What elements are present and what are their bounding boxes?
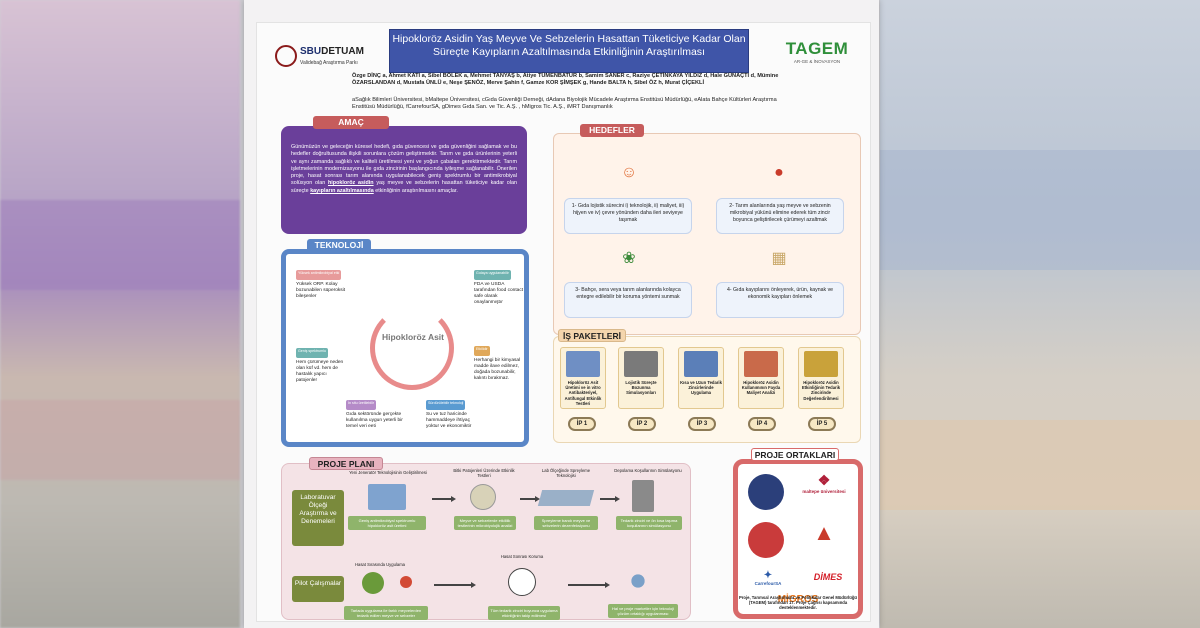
- goal-item: 4- Gıda kayıplarını önleyerek, ürün, kay…: [716, 282, 844, 318]
- tech-tag: İn situ üretilebilir: [346, 400, 376, 410]
- amac-panel: Günümüzün ve geleceğin küresel hedefi, g…: [281, 126, 527, 234]
- goal-item: 1- Gıda lojistik sürecini i) teknolojik,…: [564, 198, 692, 234]
- petri-dish-image: [470, 484, 496, 510]
- author-list: Özge DİNÇ a, Ahmet KATI a, Sibel BÖLEK a…: [352, 73, 779, 87]
- work-package-code: İP 2: [628, 417, 656, 431]
- plan-step-note: Tedarik zinciri ve ön kısa taşıma koşull…: [616, 516, 682, 530]
- plan-arrow: [600, 496, 620, 501]
- technology-center-label: Hipokloröz Asit: [381, 332, 445, 342]
- proje-ortaklari-heading: PROJE ORTAKLARI: [751, 448, 839, 461]
- plan-step-note: Tüm tedarik zinciri boyunca uygulama etk…: [488, 606, 560, 620]
- proje-plani-heading: PROJE PLANI: [309, 457, 383, 470]
- plan-step-note: Geniş antimikrobiyal spektrumlu hipoklor…: [348, 516, 426, 530]
- plan-step-note: Meyve ve sebzelerde etkililik testlerini…: [454, 516, 516, 530]
- money-icon: ▦: [771, 250, 787, 267]
- plan-row-label-pilot: Pilot Çalışmalar: [292, 576, 344, 602]
- plan-step-note: Spreyleme bandı meyve ve sebzelerin deze…: [534, 516, 598, 530]
- poster-title: Hipokloröz Asidin Yaş Meyve Ve Sebzeleri…: [389, 29, 749, 73]
- tech-tag: Geniş spektrumlu: [296, 348, 328, 358]
- hedefler-heading: HEDEFLER: [580, 124, 644, 137]
- tech-text: FDA ve USDA tarafından food contact safe…: [474, 282, 524, 305]
- goal-item: 3- Bahçe, sera veya tarım alanlarında ko…: [564, 282, 692, 318]
- plan-arrow: [432, 496, 456, 501]
- affiliations: aSağlık Bilimleri Üniversitesi, bMaltepe…: [352, 97, 777, 111]
- carrefour-logo: ✦CarrefourSA: [754, 570, 782, 586]
- plan-step-note: Hal ve proje marketler için teknoloji çö…: [608, 604, 678, 618]
- background-left: [0, 0, 240, 628]
- work-package-card: Hipokloröz Asidin Etkinliğinin Tedarik Z…: [798, 347, 844, 409]
- technology-ring: [370, 306, 454, 390]
- cycle-diagram: [508, 568, 536, 596]
- work-package-card: Kısa ve Uzun Tedarik Zincirlerinde Uygul…: [678, 347, 724, 409]
- tech-tag: Etkilidir: [474, 346, 490, 356]
- chef-icon: ☺: [620, 164, 638, 181]
- package-image: [744, 351, 778, 377]
- background-right: [880, 0, 1200, 628]
- funding-note: Proje, Tarımsal Araştırmalar ve Politika…: [739, 595, 857, 611]
- work-package-card: Lojistik Süreçte Bozunma Simulasyonları: [618, 347, 664, 409]
- is-paketleri-heading: İŞ PAKETLERİ: [558, 329, 626, 342]
- migros-logo: MİGROS: [777, 594, 819, 605]
- plan-step-title: Depolama Koşullarının Simülasyonu: [614, 468, 682, 473]
- is-paketleri-panel: Hipokloröz Asit Üretimi ve in vitro Anti…: [553, 336, 861, 443]
- plan-arrow: [568, 582, 610, 587]
- work-package-card: Hipokloröz Asit Üretimi ve in vitro Anti…: [560, 347, 606, 409]
- package-image: [804, 351, 838, 377]
- package-image: [566, 351, 600, 377]
- tech-tag: Gıdaya uygulanabilir: [474, 270, 511, 280]
- tech-text: Gıda sektöründe gerçekte kullanılma uygu…: [346, 412, 403, 429]
- plan-step-title: Bitki Patojenleri Üzerinde Etkinlik Test…: [453, 468, 515, 479]
- teknoloji-panel: Hipokloröz Asit Yüksek antimikrobiyal et…: [281, 249, 529, 447]
- apple-icon: ●: [774, 164, 784, 181]
- warning-triangle-logo: ▲: [813, 520, 835, 545]
- plan-row-label-lab: Laboratuvar Ölçeği Araştırma ve Denemele…: [292, 490, 344, 546]
- ministry-logo: [748, 474, 784, 510]
- generator-image: [368, 484, 406, 510]
- work-package-code: İP 3: [688, 417, 716, 431]
- teknoloji-heading: TEKNOLOJİ: [307, 239, 371, 252]
- network-image: [618, 564, 658, 598]
- plan-step-title: Hasat Sonrası Koruma: [500, 554, 544, 559]
- work-package-card: Hipokloröz Asidin Kullanımının Fayda Mal…: [738, 347, 784, 409]
- tech-text: Yüksek ORP. Kolay bozunabilen süperoksit…: [296, 282, 346, 299]
- plan-step-title: Yeni Jeneratör Teknolojisinin Geliştiril…: [349, 470, 427, 475]
- plan-arrow: [434, 582, 476, 587]
- package-image: [624, 351, 658, 377]
- hedefler-panel: ☺ 1- Gıda lojistik sürecini i) teknoloji…: [553, 133, 861, 335]
- work-package-code: İP 5: [808, 417, 836, 431]
- work-package-code: İP 4: [748, 417, 776, 431]
- tagem-logo: TAGEM AR-GE & İNOVASYON: [785, 39, 849, 64]
- tech-tag: Yüksek antimikrobiyal etki: [296, 270, 342, 280]
- work-package-code: İP 1: [568, 417, 596, 431]
- sprout-icon: ❀: [622, 250, 636, 267]
- proje-ortaklari-panel: ❖maltepe üniversitesi ▲ ✦CarrefourSA DİM…: [733, 459, 863, 619]
- storage-cabinet-image: [632, 480, 654, 512]
- goal-item: 2- Tarım alanlarında yaş meyve ve sebzen…: [716, 198, 844, 234]
- health-univ-logo: [748, 522, 784, 558]
- plan-step-title: Lab Ölçeğinde Spreyleme Teknolojisi: [541, 468, 591, 479]
- sbu-detuam-logo: SBUDETUAM Validebağ Araştırma Parkı: [275, 41, 365, 75]
- tomato-image: [400, 576, 412, 588]
- tech-text: Hem çürümeye neden olan küf vd. hem de h…: [296, 360, 344, 383]
- tech-text: Su ve tuz haricinde hammaddeye ihtiyaç y…: [426, 412, 472, 429]
- amac-heading: AMAÇ: [313, 116, 389, 129]
- poster-board: SBUDETUAM Validebağ Araştırma Parkı Hipo…: [256, 22, 871, 622]
- poster: SBUDETUAM Validebağ Araştırma Parkı Hipo…: [244, 0, 879, 628]
- proje-plani-panel: Laboratuvar Ölçeği Araştırma ve Denemele…: [281, 463, 691, 620]
- plan-step-title: Hasat Sırasında Uygulama: [354, 562, 406, 567]
- package-image: [684, 351, 718, 377]
- dimes-logo: DİMES: [813, 572, 843, 582]
- tree-image: [362, 572, 384, 594]
- plan-arrow: [520, 496, 540, 501]
- maltepe-logo: ❖maltepe üniversitesi: [802, 472, 846, 494]
- tech-text: Herhangi bir kimyasal madde ilave edilme…: [474, 358, 521, 381]
- spray-belt-image: [537, 490, 595, 506]
- tech-tag: Sürdürülebilir teknoloji: [426, 400, 466, 410]
- plan-step-note: Tarlada uygulama ile farklı meyvelerden …: [344, 606, 428, 620]
